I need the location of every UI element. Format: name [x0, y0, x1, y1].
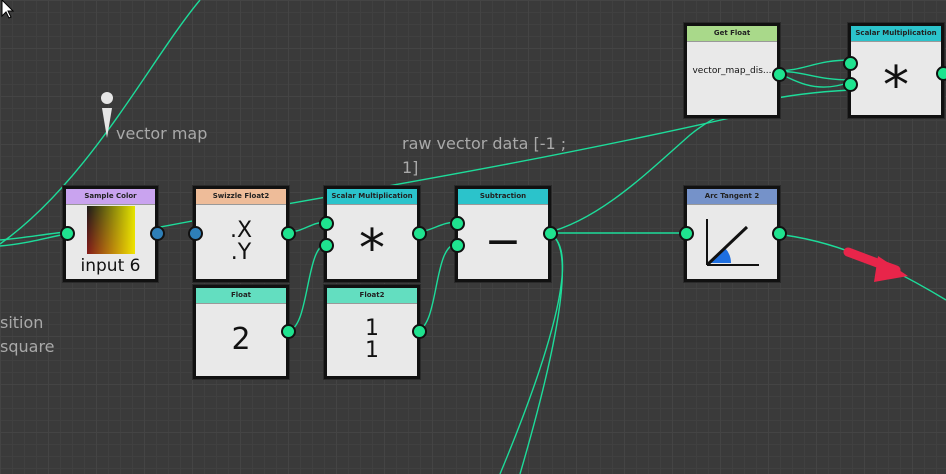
node-title: Float: [196, 288, 286, 304]
swizzle-x: .X: [229, 218, 253, 243]
raw-vector-label-line1: raw vector data [-1 ;: [402, 134, 567, 153]
minus-icon: −: [484, 216, 522, 267]
get-float-value: vector_map_dis...: [692, 65, 772, 76]
swizzle-float2-node[interactable]: Swizzle Float2 .X .Y: [188, 186, 296, 282]
float-node[interactable]: Float 2: [193, 285, 296, 379]
vector-map-label: vector map: [116, 124, 208, 143]
scalar-multiplication-node-1[interactable]: Scalar Multiplication *: [319, 186, 427, 282]
node-title: Subtraction: [458, 189, 548, 205]
float2-node[interactable]: Float2 1 1: [324, 285, 427, 379]
mult1-output-pin[interactable]: [412, 226, 427, 241]
get-float-output-pin[interactable]: [772, 67, 787, 82]
pin-marker-icon: [101, 92, 113, 138]
color-swatch: [86, 206, 135, 254]
node-title: Sample Color: [66, 189, 155, 205]
multiply-icon: *: [883, 55, 909, 116]
float2-output-pin[interactable]: [412, 324, 427, 339]
wire-float-to-mult: [286, 243, 328, 332]
wire-getfloat-to-mult2-a: [774, 59, 852, 72]
arc-tangent-2-node[interactable]: Arc Tangent 2: [679, 186, 787, 282]
mult1-input-a-pin[interactable]: [319, 216, 334, 231]
square-label: square: [0, 337, 55, 356]
swizzle-input-pin[interactable]: [188, 226, 203, 241]
float-value: 2: [231, 322, 251, 357]
sample-color-output-pin[interactable]: [150, 226, 165, 241]
sample-color-node[interactable]: Sample Color input 6: [60, 186, 165, 282]
node-title: Arc Tangent 2: [687, 189, 777, 205]
sub-input-b-pin[interactable]: [450, 238, 465, 253]
node-title: Scalar Multiplication: [327, 189, 417, 205]
node-title: Scalar Multiplication: [851, 26, 941, 42]
multiply-icon: *: [359, 219, 385, 279]
subtraction-node[interactable]: Subtraction −: [450, 186, 558, 282]
atan-output-pin[interactable]: [772, 226, 787, 241]
mult2-input-a-pin[interactable]: [843, 56, 858, 71]
mult2-output-pin[interactable]: [936, 66, 946, 81]
wire-atan-out: [775, 233, 946, 301]
position-label: sition: [0, 313, 44, 332]
sub-input-a-pin[interactable]: [450, 216, 465, 231]
raw-vector-label-line2: 1]: [402, 158, 419, 177]
scalar-multiplication-node-2[interactable]: Scalar Multiplication *: [843, 23, 946, 118]
float2-value-1: 1: [365, 316, 379, 341]
mult2-input-b-pin[interactable]: [843, 77, 858, 92]
swizzle-output-pin[interactable]: [281, 226, 296, 241]
sample-color-input-pin[interactable]: [60, 226, 75, 241]
node-title: Swizzle Float2: [196, 189, 286, 205]
node-title: Get Float: [687, 26, 777, 42]
cursor-icon: [1, 0, 15, 19]
node-title: Float2: [327, 288, 417, 304]
mult1-input-b-pin[interactable]: [319, 238, 334, 253]
sub-output-pin[interactable]: [543, 226, 558, 241]
wire-float2-to-sub: [414, 243, 458, 332]
wire-left-in-2: [0, 233, 67, 247]
atan-input-pin[interactable]: [679, 226, 694, 241]
sample-color-value: input 6: [80, 256, 141, 276]
angle-icon: [705, 219, 759, 267]
swizzle-y: .Y: [230, 240, 252, 265]
float-output-pin[interactable]: [281, 324, 296, 339]
float2-value-2: 1: [365, 338, 379, 363]
red-arrow-icon: [843, 247, 908, 282]
wire-left-in-1: [0, 231, 67, 241]
get-float-node[interactable]: Get Float vector_map_dis...: [684, 23, 787, 118]
